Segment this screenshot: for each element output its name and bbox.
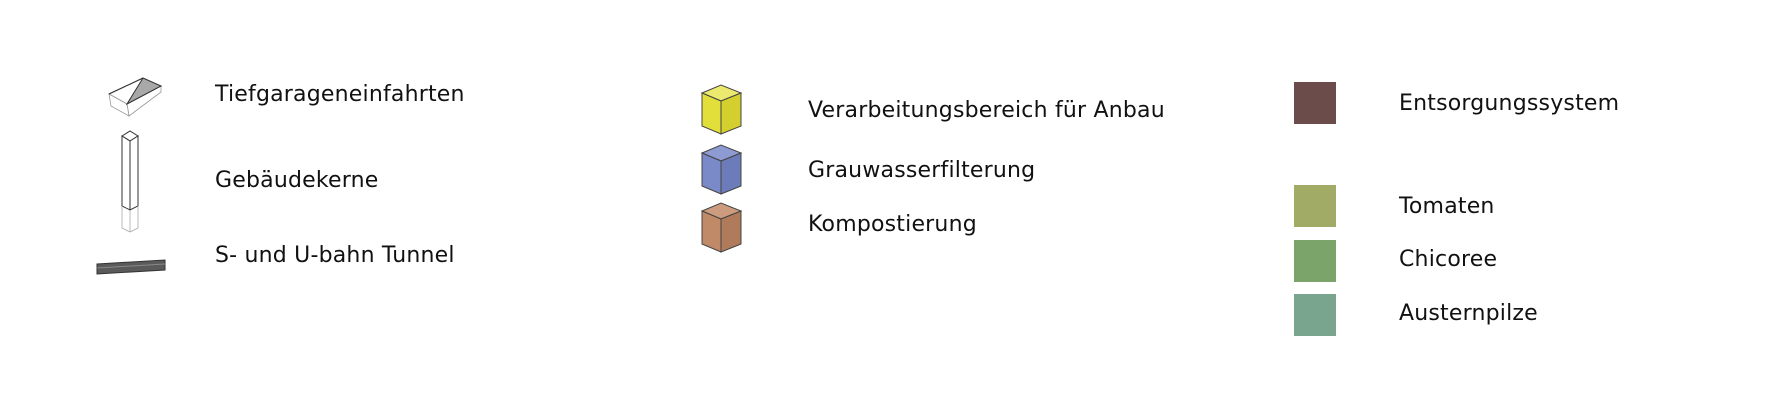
ramp-icon (107, 77, 163, 117)
swatch-austernpilze (1294, 294, 1336, 336)
legend-label-entsorgungssystem: Entsorgungssystem (1399, 91, 1620, 116)
legend-label-tunnel: S- und U-bahn Tunnel (215, 243, 455, 268)
cube-icon (700, 202, 743, 253)
legend-label-kompostierung: Kompostierung (808, 212, 977, 237)
legend-label-chicoree: Chicoree (1399, 247, 1498, 272)
swatch-tomaten (1294, 185, 1336, 227)
cube-icon (700, 144, 743, 195)
legend-label-grauwasserfilterung: Grauwasserfilterung (808, 158, 1036, 183)
swatch-chicoree (1294, 240, 1336, 282)
core-column-icon (121, 130, 139, 233)
legend-label-verarbeitungsbereich: Verarbeitungsbereich für Anbau (808, 98, 1165, 123)
legend-label-austernpilze: Austernpilze (1399, 301, 1538, 326)
tunnel-icon (96, 259, 166, 275)
legend-label-gebaeudekerne: Gebäudekerne (215, 168, 379, 193)
legend-label-tomaten: Tomaten (1399, 194, 1495, 219)
legend-label-tiefgarageneinfahrten: Tiefgarageneinfahrten (215, 82, 465, 107)
swatch-entsorgungssystem (1294, 82, 1336, 124)
cube-icon (700, 84, 743, 135)
